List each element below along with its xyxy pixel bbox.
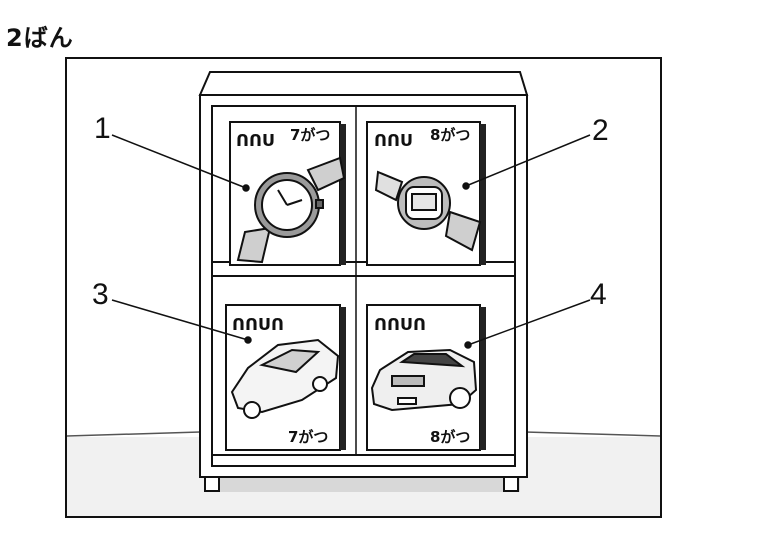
- callout-lines: [111, 134, 591, 349]
- poster-2: ᑎᑎᑌ 8がつ: [366, 121, 486, 266]
- analog-watch-icon: [236, 156, 346, 264]
- poster-1: ᑎᑎᑌ 7がつ: [229, 121, 346, 266]
- label-2: 2: [592, 114, 609, 147]
- poster-4-month: 8がつ: [430, 428, 470, 446]
- sedan-car-icon: [370, 348, 478, 412]
- digital-watch-icon: [374, 170, 482, 252]
- poster-3: ᑎᑎᑌᑎ 7がつ: [225, 304, 346, 451]
- poster-1-code: ᑎᑎᑌ: [236, 131, 275, 150]
- poster-2-month: 8がつ: [430, 126, 470, 144]
- poster-2-code: ᑎᑎᑌ: [374, 131, 413, 150]
- poster-3-code: ᑎᑎᑌᑎ: [232, 315, 284, 334]
- poster-1-month: 7がつ: [290, 126, 330, 144]
- picture-frame: [65, 57, 662, 518]
- compact-car-icon: [230, 338, 340, 419]
- poster-4-code: ᑎᑎᑌᑎ: [374, 315, 426, 334]
- poster-3-month: 7がつ: [288, 428, 328, 446]
- label-3: 3: [92, 278, 109, 311]
- label-1: 1: [94, 112, 111, 145]
- poster-4: ᑎᑎᑌᑎ 8がつ: [366, 304, 486, 451]
- page-title: 2ばん: [6, 24, 74, 52]
- label-4: 4: [590, 278, 607, 311]
